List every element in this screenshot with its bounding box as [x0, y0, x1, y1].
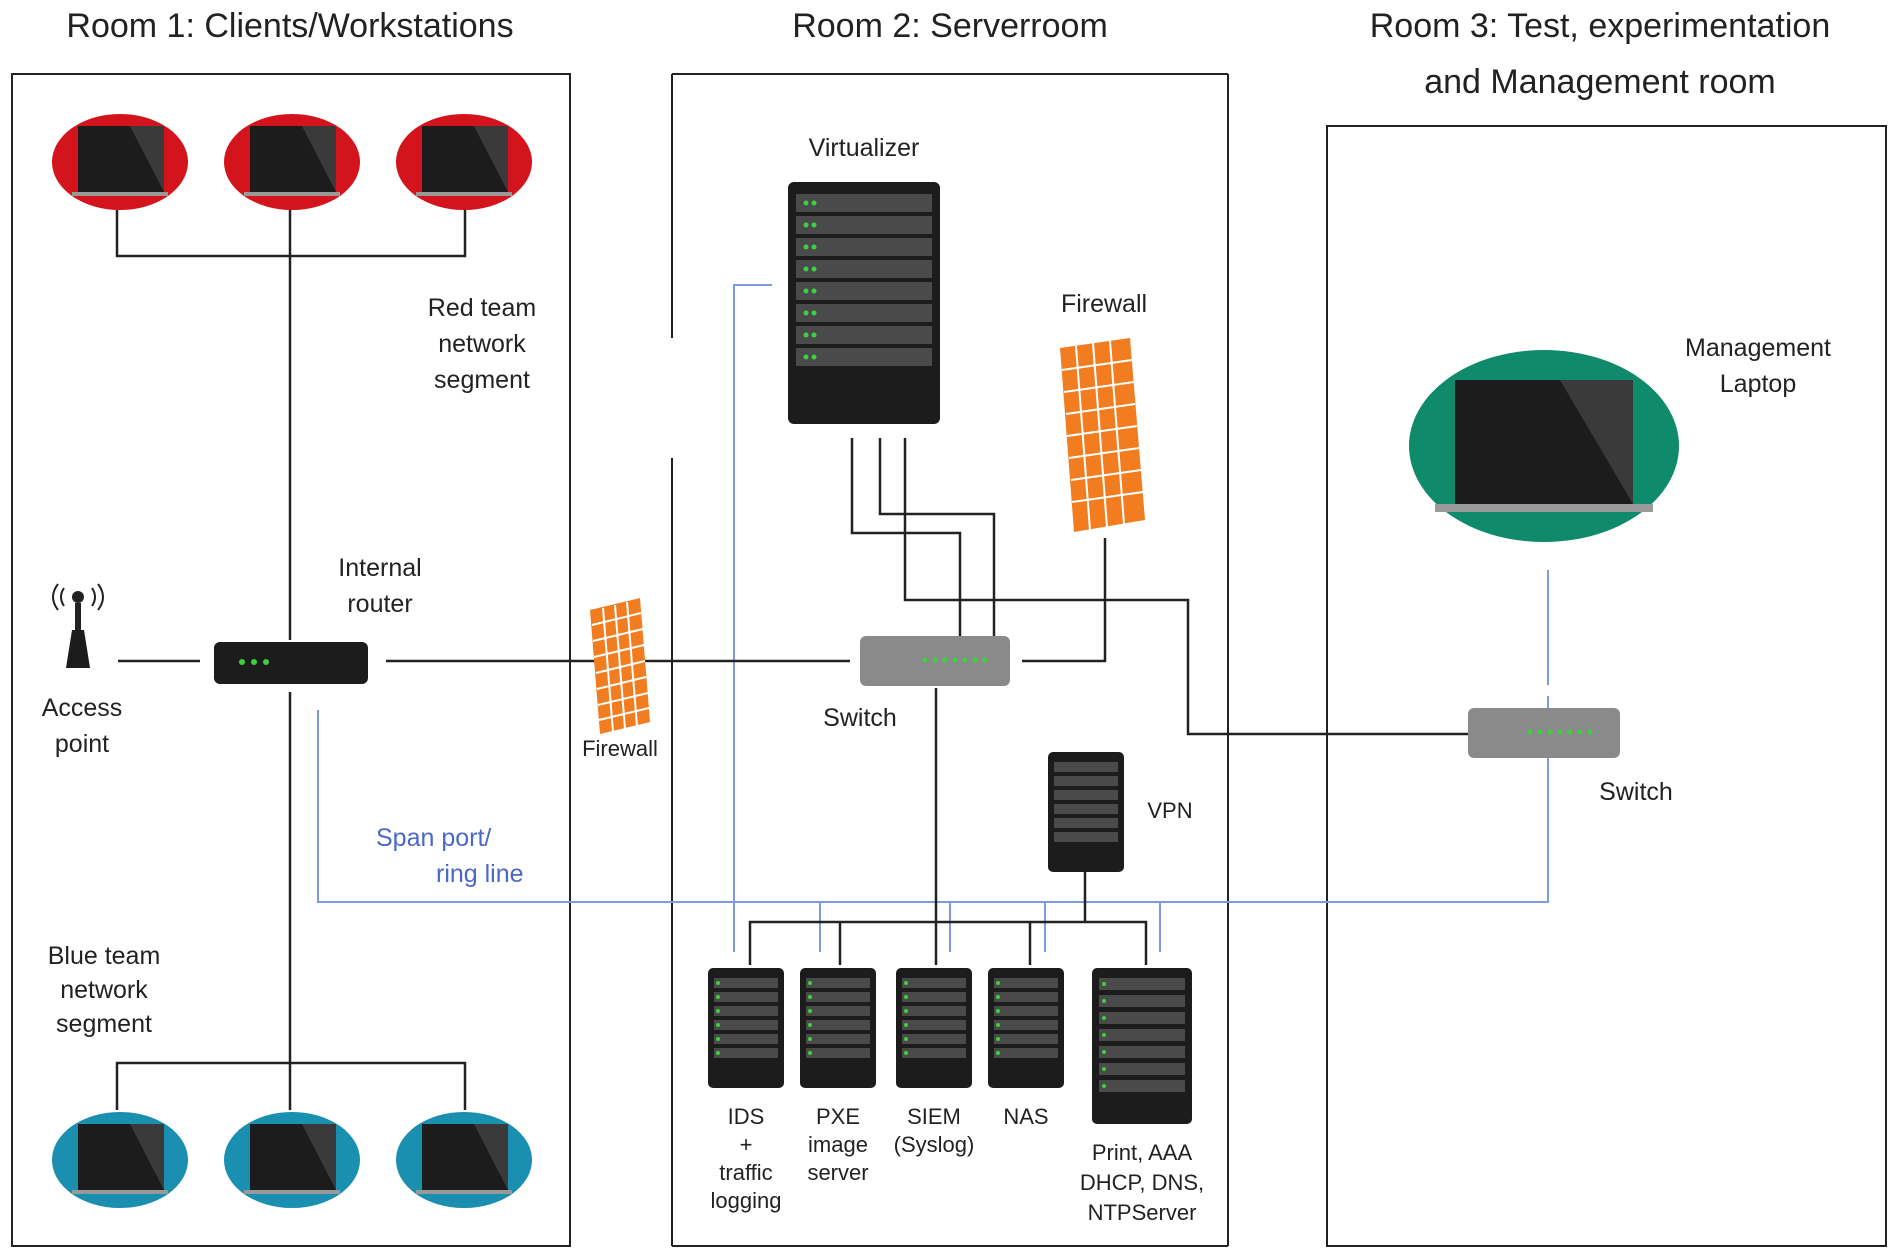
span-port-label-2: ring line: [436, 860, 524, 888]
access-point-label-1: Access: [42, 694, 123, 722]
server-rack-icon: [988, 968, 1064, 1088]
virtualizer-label: Virtualizer: [809, 134, 920, 162]
switch-right-label: Switch: [1599, 778, 1673, 806]
room2-title: Room 2: Serverroom: [792, 7, 1108, 45]
red-team-workstation: [52, 114, 188, 210]
print-server-label-3: NTPServer: [1088, 1200, 1197, 1225]
server-rack-icon: [708, 968, 784, 1088]
ids-label-2: +: [740, 1132, 753, 1157]
red-team-label-1: Red team: [428, 294, 536, 322]
switch-center-label: Switch: [823, 704, 897, 732]
router-icon: [214, 642, 368, 684]
antenna-icon: [52, 583, 104, 668]
red-team-workstation: [224, 114, 360, 210]
access-point-label-2: point: [55, 730, 109, 758]
room3-box: [1326, 125, 1887, 1247]
laptop-icon: [1409, 350, 1679, 542]
firewall-left-label: Firewall: [582, 736, 658, 761]
red-team-label-2: network: [438, 330, 526, 358]
management-laptop-label-2: Laptop: [1720, 370, 1796, 398]
pxe-label-3: server: [807, 1160, 868, 1185]
siem-label-2: (Syslog): [894, 1132, 975, 1157]
brick-wall-icon: [590, 598, 650, 734]
blue-team-label-2: network: [60, 976, 148, 1004]
blue-team-label-1: Blue team: [48, 942, 161, 970]
blue-team-workstation: [224, 1112, 360, 1208]
blue-team-label-3: segment: [56, 1010, 152, 1038]
span-port-label-1: Span port/: [376, 824, 491, 852]
pxe-label-1: PXE: [816, 1104, 860, 1129]
print-server-label-2: DHCP, DNS,: [1080, 1170, 1204, 1195]
switch-icon: [1468, 708, 1620, 758]
room2-box: [671, 73, 1229, 1247]
connection-lines: [115, 210, 1468, 1110]
nas-label: NAS: [1003, 1104, 1048, 1129]
red-team-label-3: segment: [434, 366, 530, 394]
room3-title-line2: and Management room: [1424, 63, 1776, 101]
span-port-lines: [317, 284, 1549, 952]
ids-label-4: logging: [711, 1188, 782, 1213]
room3-title-line1: Room 3: Test, experimentation: [1370, 7, 1831, 45]
server-rack-icon: [788, 182, 940, 424]
router-label-1: Internal: [338, 554, 421, 582]
firewall-right-label: Firewall: [1061, 290, 1147, 318]
management-laptop-label-1: Management: [1685, 334, 1831, 362]
pxe-label-2: image: [808, 1132, 868, 1157]
switch-icon: [860, 636, 1010, 686]
print-server-label-1: Print, AAA: [1092, 1140, 1193, 1165]
server-rack-icon: [896, 968, 972, 1088]
blue-team-workstation: [52, 1112, 188, 1208]
vpn-label: VPN: [1147, 798, 1192, 823]
blue-team-workstation: [396, 1112, 532, 1208]
room1-title: Room 1: Clients/Workstations: [66, 7, 513, 45]
server-rack-icon: [1048, 752, 1124, 872]
ids-label-3: traffic: [719, 1160, 772, 1185]
server-rack-icon: [1092, 968, 1192, 1124]
brick-wall-icon: [1060, 338, 1145, 532]
server-rack-icon: [800, 968, 876, 1088]
red-team-workstation: [396, 114, 532, 210]
router-label-2: router: [347, 590, 412, 618]
ids-label-1: IDS: [728, 1104, 765, 1129]
siem-label-1: SIEM: [907, 1104, 961, 1129]
